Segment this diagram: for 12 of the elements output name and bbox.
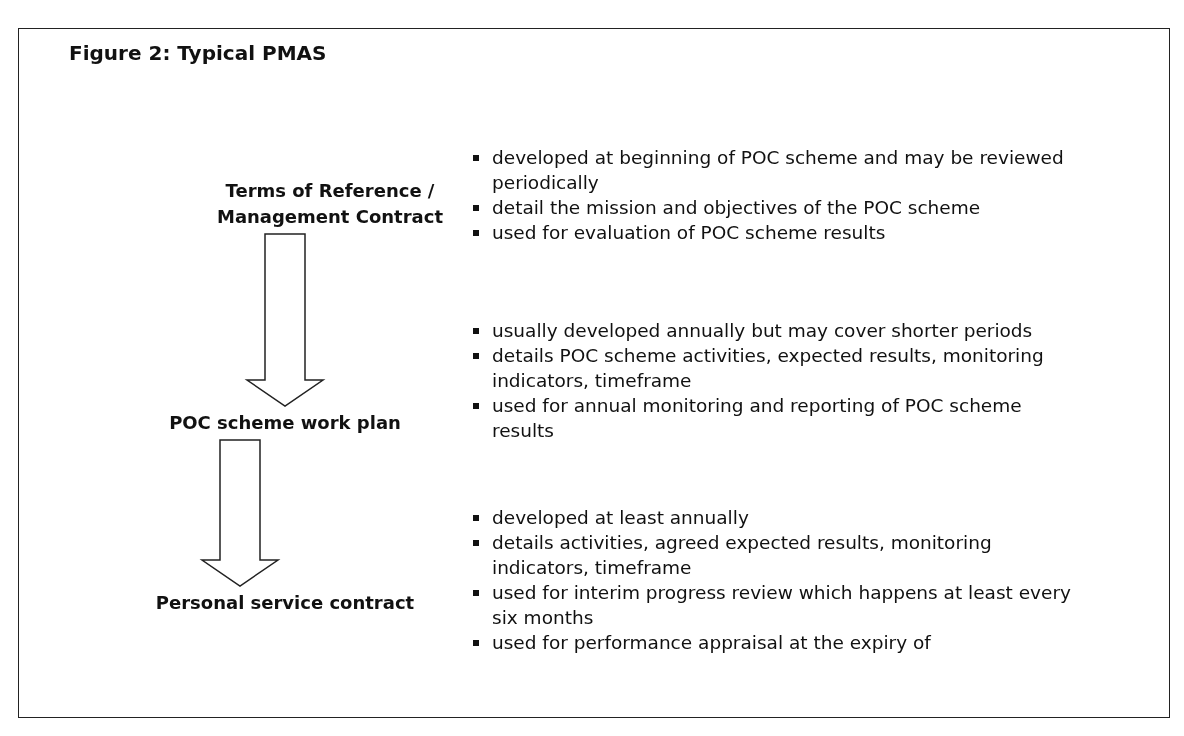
bullet-point-text: developed at least annually — [470, 505, 1080, 530]
figure-title: Figure 2: Typical PMAS — [69, 41, 327, 65]
stage-label: Terms of Reference / Management Contract — [215, 179, 445, 229]
block-arrow — [244, 233, 326, 407]
bullet-point-text: used for annual monitoring and reporting of POC scheme results — [470, 393, 1080, 443]
bullet-point-text: detail the mission and objectives of the POC scheme — [470, 195, 1080, 220]
block-arrow — [199, 439, 281, 587]
bullet-point-text: used for evaluation of POC scheme results — [470, 220, 1080, 245]
bullet-point-text: used for performance appraisal at the expiry of — [470, 630, 1080, 655]
stage-label: Personal service contract — [154, 591, 416, 615]
bullet-point-text: usually developed annually but may cover shorter periods — [470, 318, 1080, 343]
stage-label: POC scheme work plan — [168, 411, 402, 435]
